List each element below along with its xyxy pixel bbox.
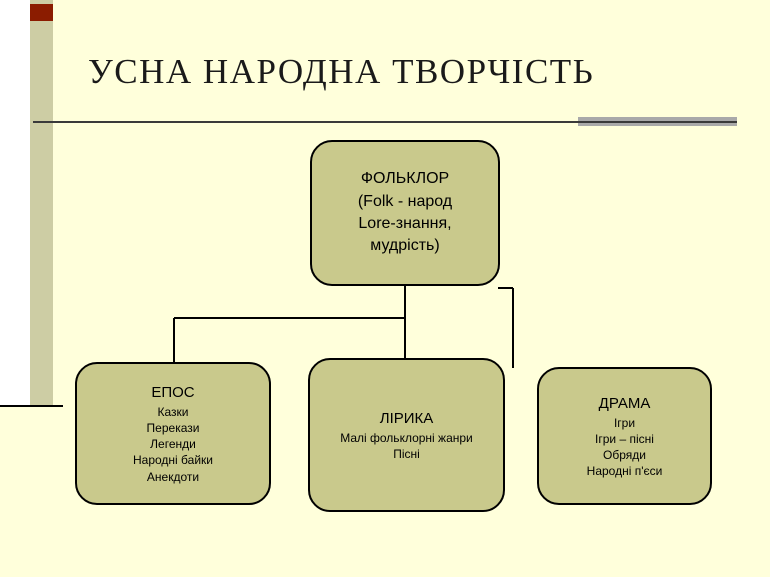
slide-title: УСНА НАРОДНА ТВОРЧІСТЬ	[88, 52, 595, 91]
maroon-accent-square	[30, 4, 53, 21]
node-liryka-item: Пісні	[393, 446, 420, 461]
node-drama-item: Ігри	[613, 415, 636, 430]
node-drama-item: Ігри – пісні	[595, 431, 654, 446]
title-rule-line	[33, 121, 737, 123]
node-drama-item: Обряди	[603, 447, 646, 462]
stripe-underline-bar	[0, 405, 63, 407]
node-liryka-title: ЛІРИКА	[379, 409, 434, 427]
node-folklore: ФОЛЬКЛОР (Folk - народ Lore-знання, мудр…	[310, 140, 500, 286]
node-epos: ЕПОС Казки Перекази Легенди Народні байк…	[75, 362, 271, 505]
left-white-band	[0, 0, 30, 406]
node-epos-item: Народні байки	[133, 453, 213, 468]
node-epos-item: Перекази	[146, 421, 200, 436]
node-liryka: ЛІРИКА Малі фольклорні жанри Пісні	[308, 358, 505, 512]
node-epos-item: Казки	[157, 404, 189, 419]
node-folklore-line-4: мудрість)	[370, 237, 440, 255]
node-epos-item: Легенди	[150, 437, 196, 452]
node-folklore-line-2: (Folk - народ	[357, 192, 453, 210]
node-folklore-line-1: ФОЛЬКЛОР	[360, 170, 450, 188]
node-epos-title: ЕПОС	[151, 384, 195, 402]
node-liryka-item: Малі фольклорні жанри	[340, 430, 473, 445]
node-drama-title: ДРАМА	[598, 394, 651, 412]
node-drama-item: Народні п'єси	[586, 464, 663, 479]
node-epos-item: Анекдоти	[146, 469, 200, 484]
left-tan-stripe	[30, 0, 53, 406]
node-folklore-line-3: Lore-знання,	[358, 215, 452, 232]
node-drama: ДРАМА Ігри Ігри – пісні Обряди Народні п…	[537, 367, 712, 505]
